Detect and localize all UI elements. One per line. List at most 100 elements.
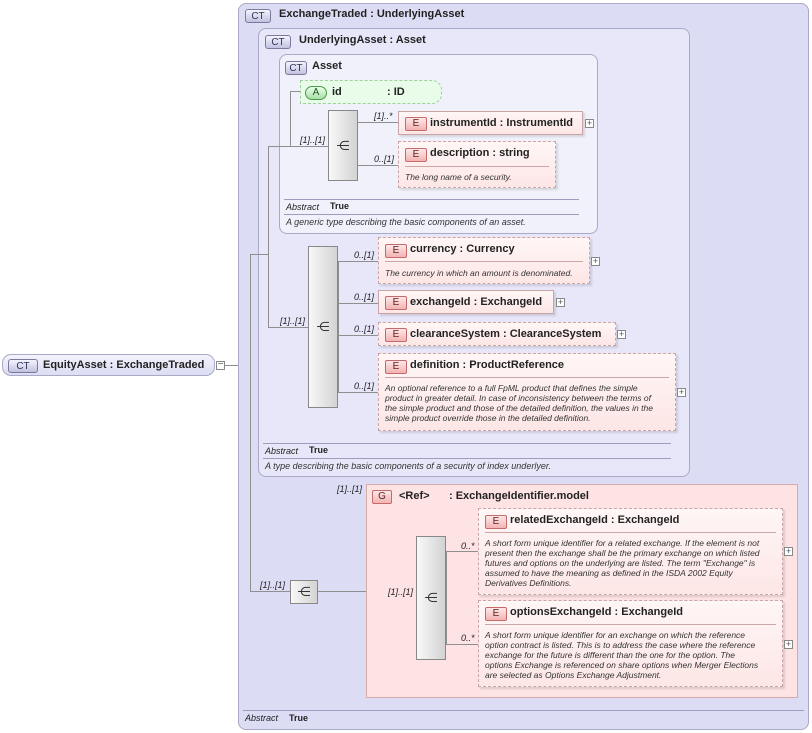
connector [268,146,290,147]
expand-icon[interactable]: + [784,546,793,556]
connector [338,335,378,336]
doc-line: futures and options on the underlying ar… [485,558,756,568]
element-type: InstrumentId [506,117,574,129]
element-doc: A short form unique identifier for a rel… [485,538,760,588]
cardinality-label: [1]..[1] [300,135,326,145]
underlying-asset-base: Asset [395,34,426,46]
attribute-id[interactable]: A id : ID [300,80,442,104]
element-definition[interactable]: E definition : ProductReference An optio… [378,353,676,431]
element-type: Currency [466,243,515,255]
connector [446,644,478,645]
doc-line: product in greater detail. In case of in… [385,393,652,403]
separator [385,261,583,262]
doc-line: assumed to have the meaning as defined i… [485,568,733,578]
element-name: currency [410,243,457,255]
exchange-traded-title: ExchangeTraded : UnderlyingAsset [279,8,465,20]
separator [284,199,579,200]
underlying-sequence[interactable]: ⋲ [308,246,338,408]
element-optionsExchangeId[interactable]: E optionsExchangeId : ExchangeId A short… [478,600,783,687]
sequence-icon: ⋲ [424,590,438,605]
element-name: clearanceSystem [410,328,500,340]
cardinality-label: [1]..[1] [260,580,286,590]
element-description[interactable]: E description : string The long name of … [398,141,556,188]
doc-line: simple product override those in the det… [385,413,591,423]
collapse-root-icon[interactable]: − [216,359,225,370]
cardinality-label: [1]..[1] [280,316,306,326]
expand-icon[interactable]: + [591,256,600,266]
asset-sequence[interactable]: ⋲ [328,110,358,181]
asset-doc: A generic type describing the basic comp… [286,217,526,227]
connector [290,91,291,146]
element-badge-icon: E [385,244,407,258]
sequence-icon: ⋲ [336,137,350,153]
doc-line: Derivatives Definitions. [485,578,572,588]
element-type: string [499,147,530,159]
element-currency[interactable]: E currency : Currency The currency in wh… [378,237,590,284]
element-badge-icon: E [405,117,427,131]
ct-badge-icon: CT [285,61,307,75]
doc-line: the simple product and those of the deta… [385,403,653,413]
root-type-label: EquityAsset : ExchangeTraded [43,359,205,371]
expand-icon[interactable]: + [585,118,594,128]
underlying-asset-name: UnderlyingAsset [299,34,387,46]
abstract-value: True [289,713,309,723]
element-name: instrumentId [430,117,497,129]
element-type: ProductReference [469,359,565,371]
ct-badge-icon: CT [245,9,271,23]
asset-title: Asset [312,60,342,72]
element-badge-icon: E [485,607,507,621]
group-sequence[interactable]: ⋲ [416,536,446,660]
ct-badge-icon: CT [265,35,291,49]
group-badge-icon: G [372,490,392,504]
abstract-label: Abstract [265,446,299,456]
cardinality-label: 0..[1] [354,292,375,302]
connector [338,261,339,392]
underlying-asset-title: UnderlyingAsset : Asset [299,34,426,46]
connector [268,327,308,328]
cardinality-label: 0..[1] [354,324,375,334]
element-clearanceSystem[interactable]: E clearanceSystem : ClearanceSystem [378,322,616,346]
abstract-value: True [330,201,350,211]
element-relatedExchangeId[interactable]: E relatedExchangeId : ExchangeId A short… [478,508,783,595]
expand-icon[interactable]: + [677,387,686,397]
expand-icon[interactable]: + [556,297,565,307]
exchange-traded-sequence[interactable]: ⋲ [290,580,318,604]
cardinality-label: [1]..* [374,111,393,121]
element-doc: The currency in which an amount is denom… [385,268,573,278]
element-type: ExchangeId [621,606,683,618]
element-type: ExchangeId [480,296,543,308]
separator [263,458,671,459]
doc-line: options Exchange is referenced on share … [485,660,759,670]
connector [225,365,250,366]
element-name: exchangeId [410,296,471,308]
doc-line: exchange for the future is different tha… [485,650,735,660]
connector [338,261,378,262]
cardinality-label: [1]..[1] [388,587,414,597]
element-badge-icon: E [385,296,407,310]
connector [268,146,269,327]
sequence-icon: ⋲ [316,319,330,334]
root-complex-type[interactable]: CT EquityAsset : ExchangeTraded [2,354,215,376]
element-label: clearanceSystem : ClearanceSystem [410,328,602,340]
connector [250,254,268,255]
doc-line: present then the exchange shall be the p… [485,548,760,558]
connector [318,591,366,592]
connector [446,551,478,552]
root-name: EquityAsset [43,359,107,371]
separator [385,377,669,378]
expand-icon[interactable]: + [784,639,793,649]
connector [290,146,328,147]
expand-icon[interactable]: + [617,329,626,339]
element-type: ClearanceSystem [509,328,602,340]
connector [358,122,398,123]
element-instrumentId[interactable]: E instrumentId : InstrumentId [398,111,583,135]
attribute-type: : ID [387,86,405,98]
element-label: instrumentId : InstrumentId [430,117,574,129]
group-name: : ExchangeIdentifier.model [449,490,589,502]
abstract-label: Abstract [245,713,279,723]
abstract-value: True [309,445,329,455]
cardinality-label: 0..[1] [374,154,395,164]
element-exchangeId[interactable]: E exchangeId : ExchangeId [378,290,554,314]
element-name: relatedExchangeId [510,514,608,526]
element-doc: The long name of a security. [405,172,512,182]
